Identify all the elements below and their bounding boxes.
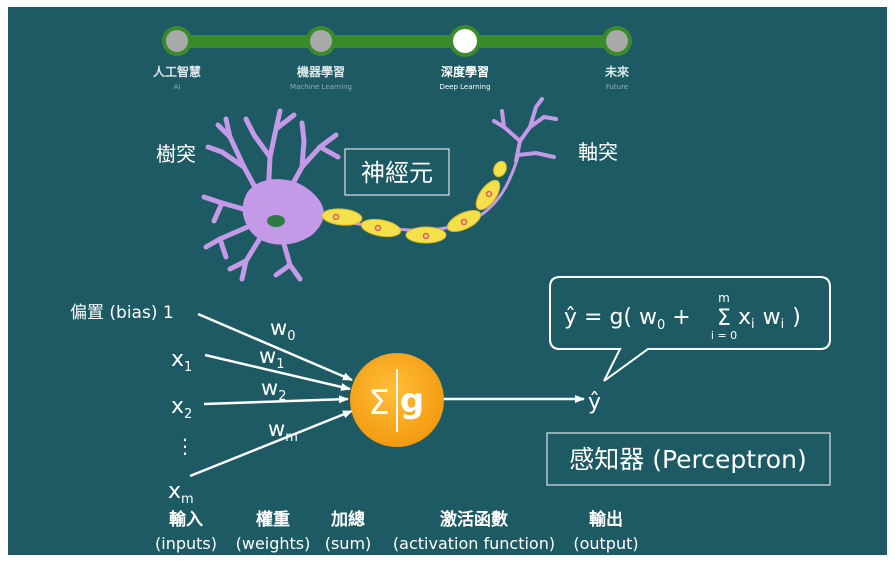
weight-w1: w1 [259, 344, 284, 372]
weight-arrows [189, 312, 585, 478]
legend-zh: 加總 [330, 509, 365, 530]
cell-body [242, 179, 324, 245]
weight-w0: w0 [270, 316, 295, 344]
legend-zh: 權重 [256, 509, 290, 530]
legend-inputs: 輸入 (inputs) [155, 509, 217, 553]
timeline-subtitle: Future [606, 83, 628, 91]
legend-activation: 激活函數 (activation function) [393, 509, 555, 553]
timeline-subtitle: Deep Learning [439, 83, 490, 91]
timeline-node [310, 30, 332, 52]
legend-sum: 加總 (sum) [325, 509, 372, 553]
input-xm: xm [168, 479, 194, 507]
timeline-title: 深度學習 [441, 64, 489, 79]
dendrite-label: 樹突 [156, 142, 196, 166]
sigma-lower: i = 0 [711, 329, 737, 342]
legend-output: 輸出 (output) [573, 509, 638, 553]
timeline-node [606, 30, 628, 52]
input-x1: x1 [171, 347, 192, 375]
arrow-x1 [204, 353, 351, 391]
neuron-title-box [344, 148, 450, 196]
component-legend: 輸入 (inputs) 權重 (weights) 加總 (sum) 激活函數 (… [155, 509, 639, 553]
timeline-step-ai[interactable]: 人工智慧 AI [153, 26, 201, 91]
legend-en: (inputs) [155, 534, 217, 553]
neuron-title: 神經元 [361, 159, 433, 187]
timeline-step-deep-learning[interactable]: 深度學習 Deep Learning [439, 25, 491, 91]
legend-en: (output) [573, 534, 638, 553]
input-ellipsis: ⋮ [175, 434, 195, 458]
timeline-bar [173, 35, 620, 48]
arrow-x2 [203, 395, 349, 406]
slide: 人工智慧 AI 機器學習 Machine Learning 深度學習 Deep … [8, 7, 887, 555]
timeline-subtitle: Machine Learning [290, 83, 352, 91]
arrow-xm [189, 409, 353, 478]
weight-wm: wm [268, 417, 298, 445]
timeline-step-future[interactable]: 未來 Future [602, 26, 632, 91]
perceptron: 偏置 (bias) 1 x1 x2 ⋮ xm w0 w1 w2 wm Σ g ŷ… [70, 276, 831, 507]
sigma-symbol: Σ [717, 306, 731, 331]
weight-w2: w2 [261, 376, 286, 404]
bias-label: 偏置 (bias) 1 [70, 303, 174, 323]
nucleus [267, 215, 285, 227]
timeline-node [166, 30, 188, 52]
arrow-bias [197, 312, 353, 382]
axon-label: 軸突 [578, 140, 618, 164]
formula-bubble [549, 276, 831, 382]
node-activation-symbol: g [400, 381, 424, 421]
timeline-node-active [453, 29, 477, 53]
timeline-title: 人工智慧 [153, 64, 201, 79]
output-y-hat: ŷ [588, 390, 601, 415]
input-x2: x2 [171, 394, 192, 422]
timeline-title: 機器學習 [297, 64, 345, 79]
neuron-illustration [201, 97, 558, 282]
timeline: 人工智慧 AI 機器學習 Machine Learning 深度學習 Deep … [153, 25, 632, 91]
perceptron-diagram: 人工智慧 AI 機器學習 Machine Learning 深度學習 Deep … [70, 25, 831, 553]
legend-zh: 激活函數 [440, 509, 508, 530]
sigma-upper: m [718, 291, 730, 305]
legend-en: (activation function) [393, 534, 555, 553]
legend-en: (weights) [236, 534, 311, 553]
legend-en: (sum) [325, 534, 372, 553]
legend-zh: 輸出 [589, 509, 623, 530]
timeline-step-machine-learning[interactable]: 機器學習 Machine Learning [290, 26, 352, 91]
axon [321, 156, 520, 244]
formula-lhs: ŷ = g( w0 + [564, 305, 691, 333]
legend-zh: 輸入 [169, 509, 203, 530]
node-sum-symbol: Σ [368, 383, 389, 423]
timeline-title: 未來 [604, 64, 629, 79]
perceptron-title: 感知器 (Perceptron) [569, 445, 806, 474]
axon-terminals [492, 97, 558, 163]
perceptron-title-box [546, 432, 831, 486]
legend-weights: 權重 (weights) [236, 509, 311, 553]
timeline-subtitle: AI [174, 83, 181, 91]
